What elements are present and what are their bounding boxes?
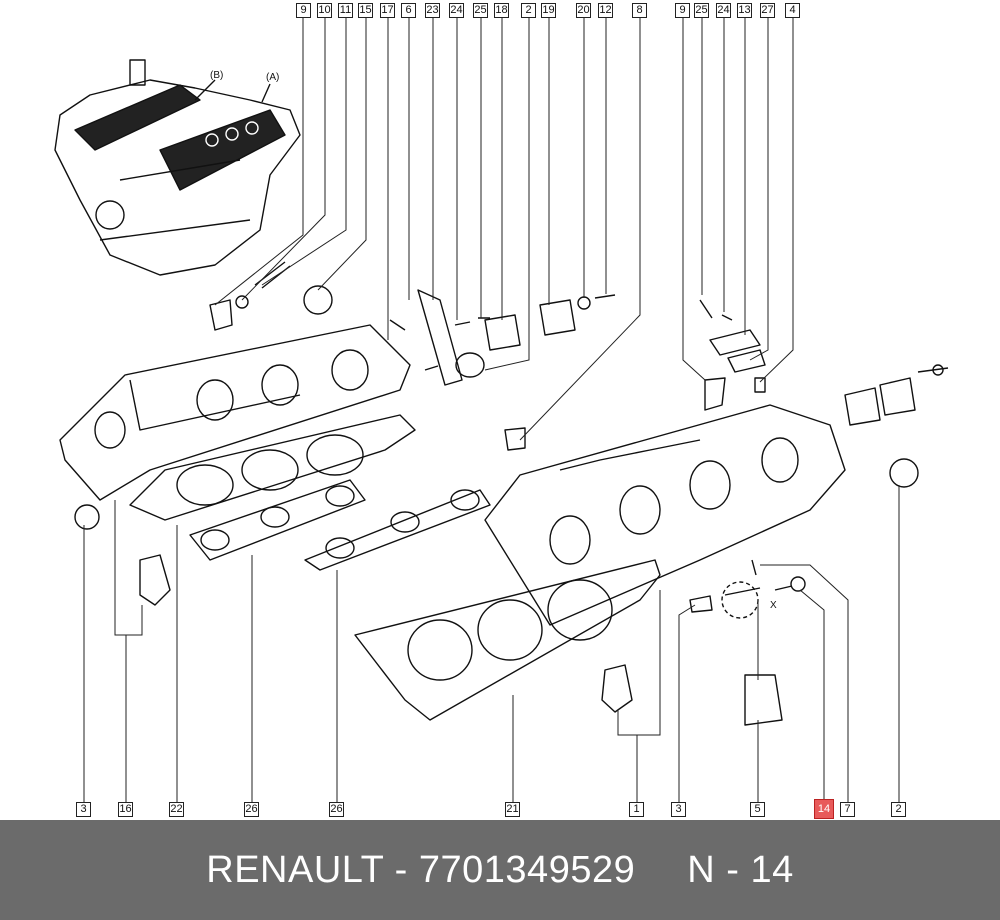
callout-top-6: 6 bbox=[401, 3, 416, 18]
callout-bottom-5: 5 bbox=[750, 802, 765, 817]
bracket-9 bbox=[209, 299, 233, 331]
part-info-footer: RENAULT - 7701349529 N - 14 bbox=[0, 820, 1000, 920]
callout-bottom-7: 7 bbox=[840, 802, 855, 817]
sealant-tube-16 bbox=[139, 554, 171, 606]
callout-bottom-14-highlighted[interactable]: 14 bbox=[814, 799, 834, 819]
callout-top-9: 9 bbox=[296, 3, 311, 18]
flange-18 bbox=[484, 314, 521, 351]
callout-top-24: 24 bbox=[449, 3, 464, 18]
bracket-9b bbox=[704, 377, 726, 411]
callout-top-20: 20 bbox=[576, 3, 591, 18]
callout-top-4: 4 bbox=[785, 3, 800, 18]
callout-top-13: 13 bbox=[737, 3, 752, 18]
sealant-tube-1 bbox=[601, 664, 633, 713]
manifold-gasket-2 bbox=[304, 489, 491, 571]
valve-guide-detail bbox=[744, 674, 783, 726]
detail-label-a: (A) bbox=[266, 72, 279, 83]
diagram-drawing: (B) (A) bbox=[54, 18, 949, 803]
callout-bottom-26b: 26 bbox=[329, 802, 344, 817]
cylinder-head-left bbox=[59, 324, 411, 501]
bracket-6 bbox=[417, 289, 463, 386]
callout-top-2: 2 bbox=[521, 3, 536, 18]
callout-top-15: 15 bbox=[358, 3, 373, 18]
callout-top-8: 8 bbox=[632, 3, 647, 18]
brand-part-number: RENAULT - 7701349529 bbox=[206, 848, 636, 891]
callout-top-11: 11 bbox=[338, 3, 353, 18]
callout-bottom-16: 16 bbox=[118, 802, 133, 817]
callout-top-25b: 25 bbox=[694, 3, 709, 18]
detail-label-x: X bbox=[770, 600, 777, 611]
callout-top-24b: 24 bbox=[716, 3, 731, 18]
callout-top-9b: 9 bbox=[675, 3, 690, 18]
callout-top-18: 18 bbox=[494, 3, 509, 18]
callout-bottom-22: 22 bbox=[169, 802, 184, 817]
callout-bottom-3b: 3 bbox=[671, 802, 686, 817]
callout-top-17: 17 bbox=[380, 3, 395, 18]
head-gasket-right bbox=[354, 559, 661, 721]
callout-top-12: 12 bbox=[598, 3, 613, 18]
flange-19 bbox=[539, 299, 576, 336]
cylinder-head-right bbox=[484, 404, 846, 626]
callout-bottom-3: 3 bbox=[76, 802, 91, 817]
callout-top-25: 25 bbox=[473, 3, 488, 18]
engine-illustration bbox=[54, 59, 301, 276]
callout-bottom-2: 2 bbox=[891, 802, 906, 817]
callout-bottom-1: 1 bbox=[629, 802, 644, 817]
callout-top-10: 10 bbox=[317, 3, 332, 18]
detail-label-b: (B) bbox=[210, 70, 223, 81]
plug-part-2 bbox=[889, 458, 919, 488]
manifold-gasket-1 bbox=[189, 479, 366, 561]
callout-top-19: 19 bbox=[541, 3, 556, 18]
callout-top-23: 23 bbox=[425, 3, 440, 18]
exploded-parts-diagram: (B) (A) bbox=[54, 18, 949, 803]
plug-part-3 bbox=[74, 504, 100, 530]
position-number: N - 14 bbox=[687, 848, 794, 891]
callout-bottom-21: 21 bbox=[505, 802, 520, 817]
callout-bottom-26: 26 bbox=[244, 802, 259, 817]
callout-top-27: 27 bbox=[760, 3, 775, 18]
head-gasket-left bbox=[129, 414, 416, 521]
